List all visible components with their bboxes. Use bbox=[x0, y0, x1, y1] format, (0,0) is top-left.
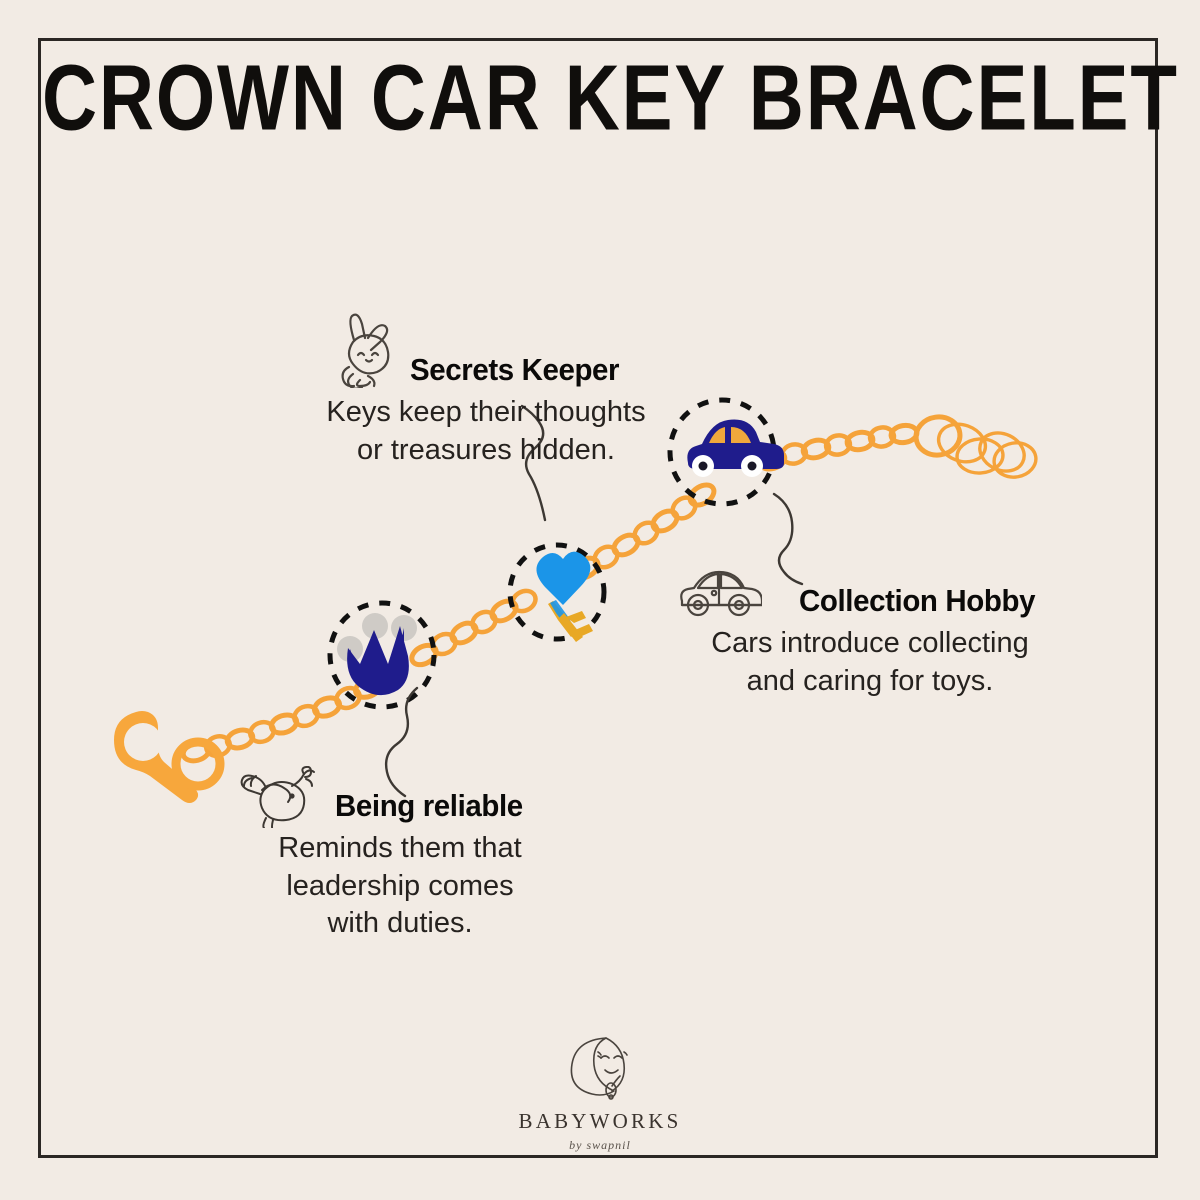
feature-body: Keys keep their thoughts or treasures hi… bbox=[300, 394, 672, 469]
feature-body-line: Keys keep their thoughts bbox=[326, 396, 646, 428]
bird-icon bbox=[240, 765, 316, 833]
feature-being-reliable: Being reliable Reminds them that leaders… bbox=[250, 788, 550, 943]
page-title: CROWN CAR KEY BRACELET bbox=[42, 47, 1179, 150]
crown-charm bbox=[327, 600, 437, 710]
feature-body-line: Cars introduce collecting bbox=[711, 627, 1029, 659]
brand-logo: BABYWORKS by swapnil bbox=[0, 1032, 1200, 1153]
chain-segment-mid-right bbox=[570, 481, 717, 582]
car-outline-icon bbox=[676, 569, 764, 624]
feature-body-line: Reminds them that bbox=[278, 832, 522, 864]
lobster-clasp bbox=[114, 711, 225, 803]
key-charm bbox=[507, 542, 607, 642]
feature-body-line: leadership comes bbox=[286, 869, 514, 902]
feature-collection-hobby: Collection Hobby Cars introduce collecti… bbox=[672, 583, 1068, 700]
chain-segment-mid-left bbox=[409, 587, 540, 669]
feature-heading: Secrets Keeper bbox=[409, 352, 620, 387]
extension-chain bbox=[913, 414, 1038, 479]
connector-secrets-keeper bbox=[520, 404, 547, 522]
crescent-moon-icon bbox=[570, 1037, 628, 1100]
connector-collection-hobby bbox=[772, 492, 804, 586]
connector-being-reliable bbox=[384, 686, 419, 798]
brand-tagline: by swapnil bbox=[569, 1138, 631, 1152]
feature-heading: Collection Hobby bbox=[798, 583, 1035, 618]
feature-body-line: or treasures hidden. bbox=[357, 433, 615, 466]
brand-wordmark: BABYWORKS bbox=[518, 1109, 682, 1133]
bunny-icon bbox=[332, 312, 394, 393]
feature-body-line: and caring for toys. bbox=[746, 664, 994, 697]
feature-secrets-keeper: Secrets Keeper Keys keep their thoughts … bbox=[300, 352, 672, 469]
feature-body: Reminds them that leadership comes with … bbox=[250, 830, 550, 943]
feature-body: Cars introduce collecting and caring for… bbox=[672, 625, 1068, 700]
feature-heading: Being reliable bbox=[335, 788, 523, 823]
car-charm bbox=[667, 397, 784, 507]
feature-body-line: with duties. bbox=[327, 907, 473, 940]
